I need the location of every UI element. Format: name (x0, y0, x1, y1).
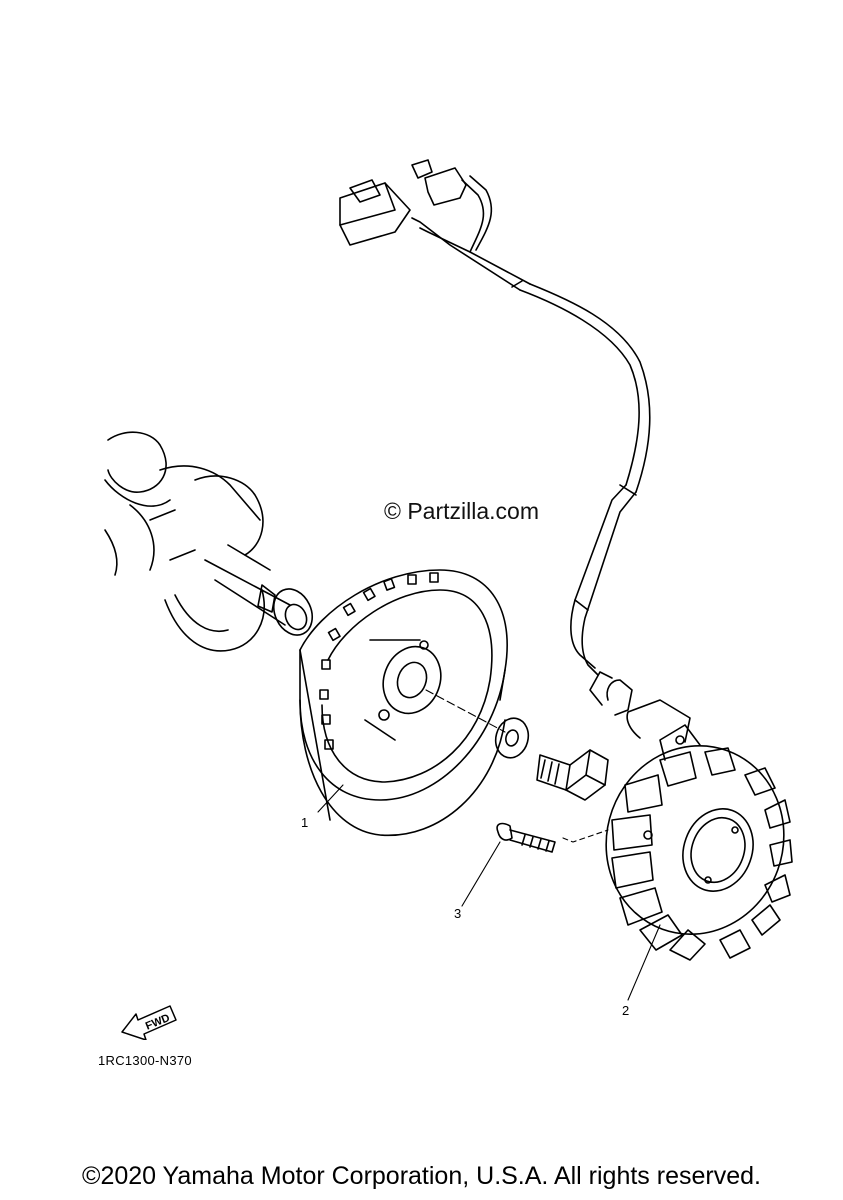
fwd-arrow-icon: FWD (121, 1005, 177, 1040)
rotor-bolt (536, 749, 609, 801)
stator-coil (605, 699, 793, 961)
stator-bolt (496, 822, 556, 853)
callout-1: 1 (301, 815, 309, 830)
connector-small (411, 159, 467, 206)
callout-2: 2 (622, 1003, 630, 1018)
wire-harness (339, 159, 651, 716)
washer (494, 717, 530, 759)
leader-lines (317, 689, 661, 1001)
crankshaft (104, 431, 314, 652)
copyright-footer: ©2020 Yamaha Motor Corporation, U.S.A. A… (82, 1162, 761, 1190)
rotor-flywheel (299, 569, 508, 837)
callout-3: 3 (454, 906, 462, 921)
connector-large (339, 179, 411, 246)
rotor-magnet-slots (319, 572, 439, 750)
diagram-code: 1RC1300-N370 (98, 1053, 192, 1068)
partzilla-watermark: © Partzilla.com (384, 498, 539, 524)
